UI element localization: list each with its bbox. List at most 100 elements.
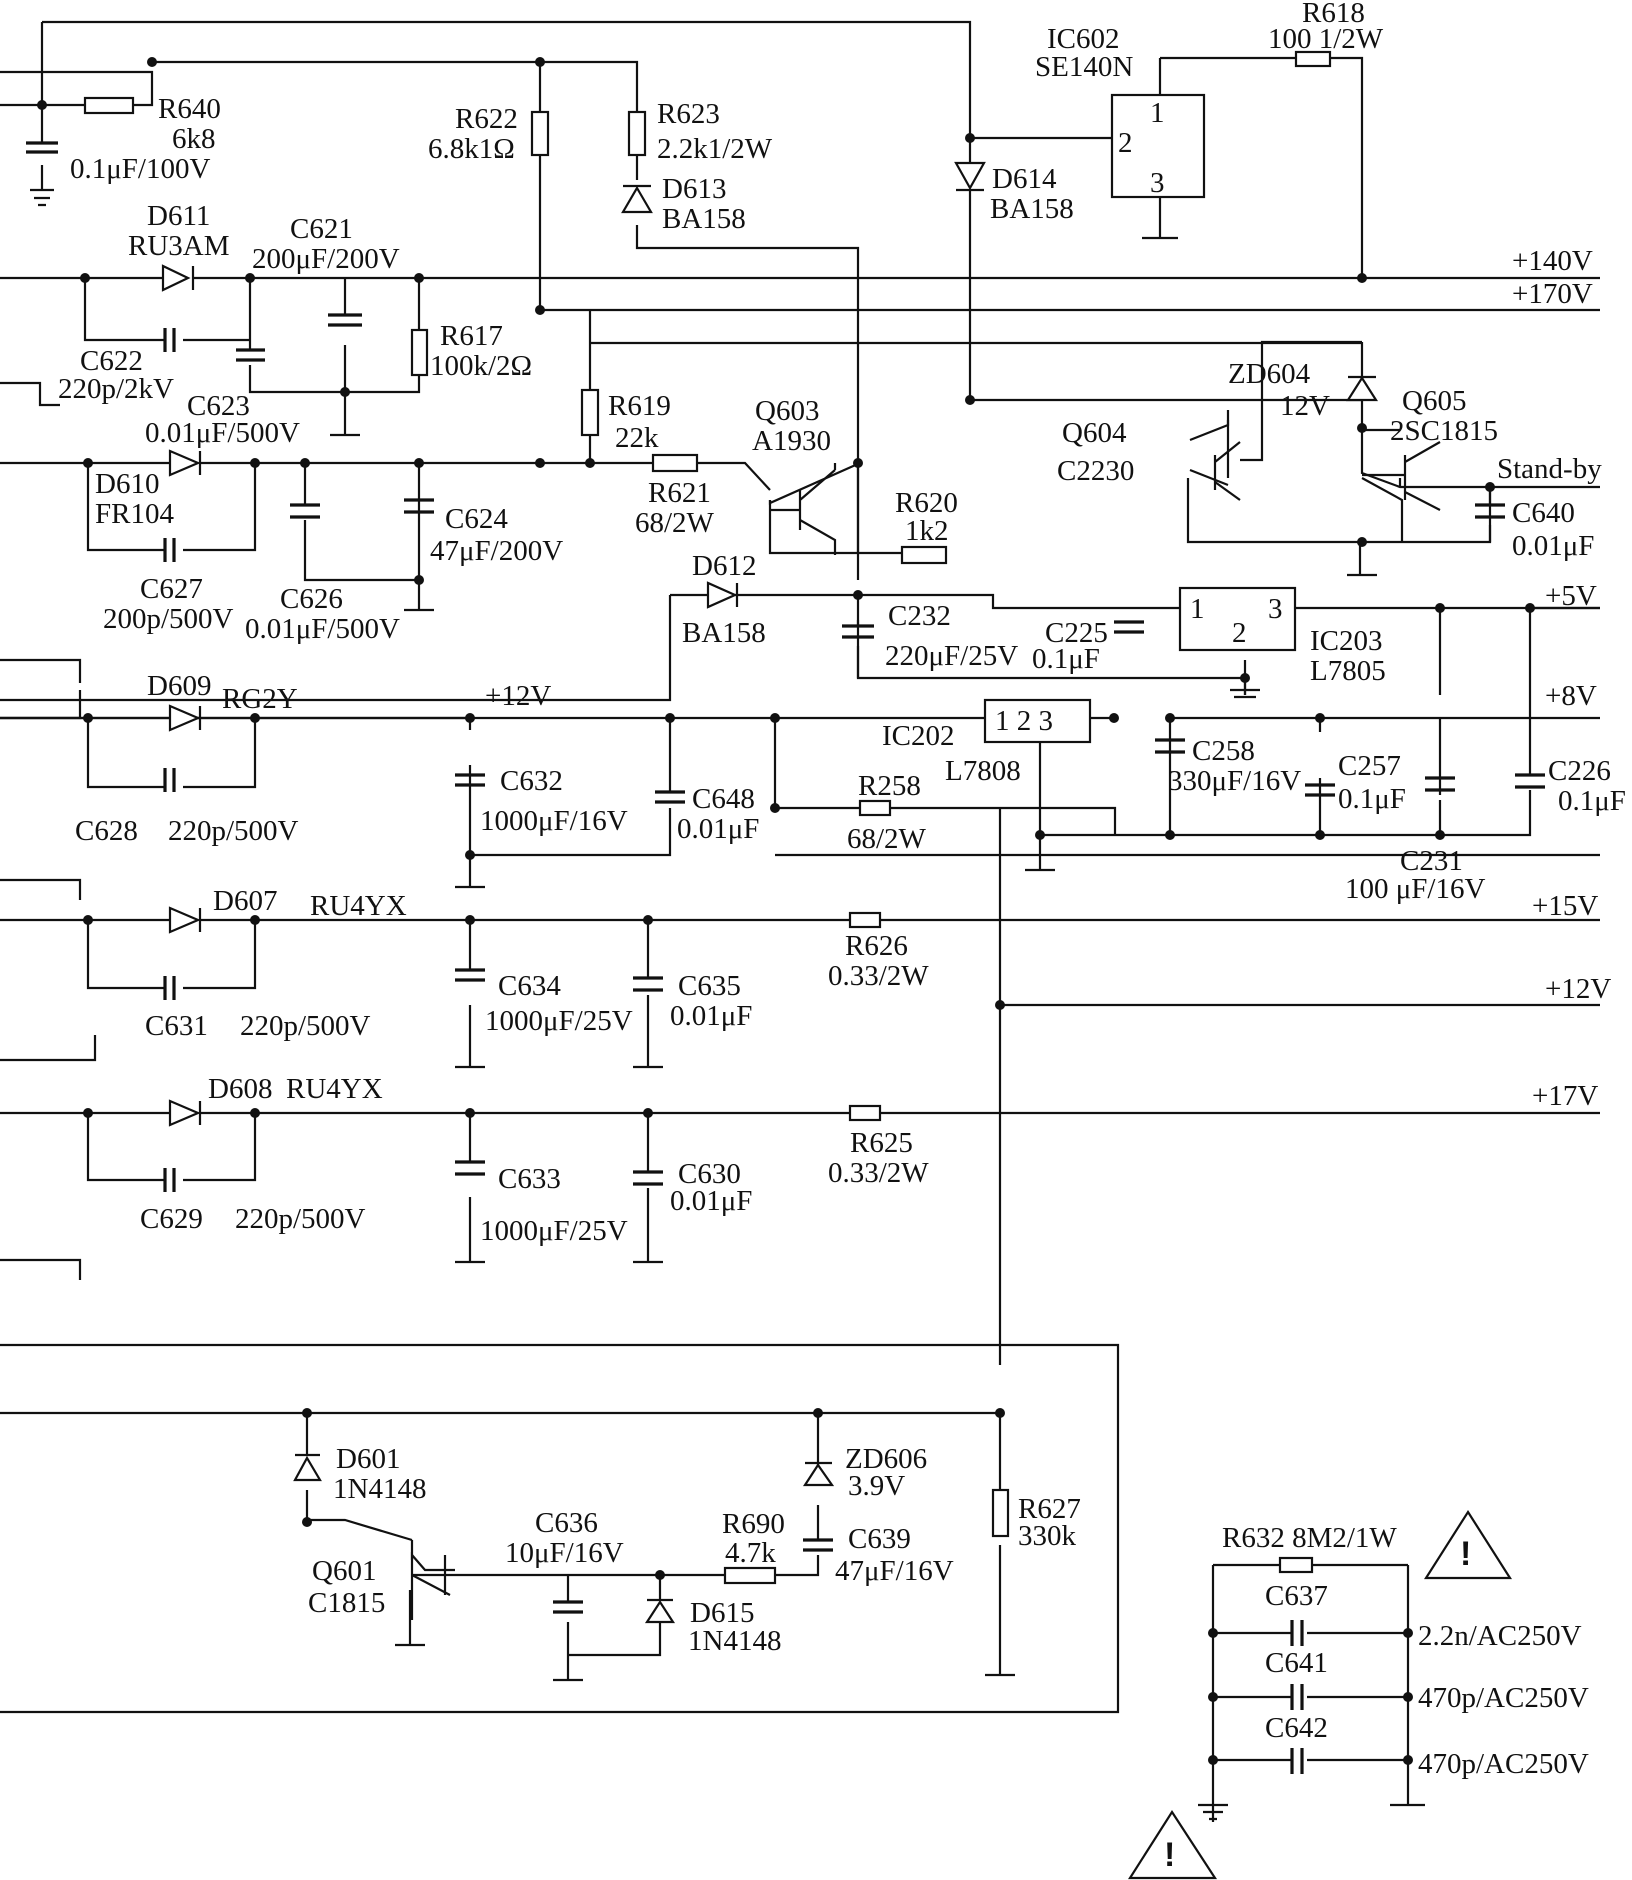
label-C258: C258	[1192, 735, 1255, 767]
label-C622: C622	[80, 345, 143, 377]
capacitor-C630	[633, 1170, 663, 1186]
capacitor-C226	[1515, 773, 1545, 789]
label-C623: C623	[187, 390, 250, 422]
label-R623: R623	[657, 98, 720, 130]
capacitor-C648	[655, 790, 685, 804]
label-D614: D614	[992, 163, 1057, 195]
label-D613: D613	[662, 173, 726, 205]
label-R617: R617	[440, 320, 503, 352]
label-standby: Stand-by	[1497, 453, 1602, 485]
label-R640-value: 6k8	[172, 123, 216, 155]
label-C637: C637	[1265, 1580, 1328, 1612]
component-labels: R640 6k8 0.1μF/100V R622 6.8k1Ω R623 2.2…	[58, 0, 1626, 1780]
capacitor-C232	[842, 624, 874, 639]
transistor-Q604	[1213, 441, 1241, 501]
resistor-R640	[83, 96, 135, 115]
label-rail-12v-a: +12V	[485, 680, 551, 712]
label-IC203-value: L7805	[1310, 655, 1386, 687]
label-IC203: IC203	[1310, 625, 1383, 657]
label-C635: C635	[678, 970, 741, 1002]
label-R627: R627	[1018, 1493, 1081, 1525]
zener-ZD604	[1345, 375, 1379, 402]
diode-D609	[168, 704, 202, 732]
label-R626-value: 0.33/2W	[828, 960, 929, 992]
label-IC203-pin2: 2	[1232, 617, 1247, 649]
label-C648: C648	[692, 783, 755, 815]
label-C629: C629	[140, 1203, 203, 1235]
label-C624-value: 47μF/200V	[430, 535, 563, 567]
label-Q605-value: 2SC1815	[1390, 415, 1498, 447]
label-R619: R619	[608, 390, 671, 422]
label-R626: R626	[845, 930, 908, 962]
label-C635-value: 0.01μF	[670, 1000, 752, 1032]
label-R258-value: 68/2W	[847, 823, 927, 855]
diode-D607	[168, 906, 202, 934]
label-C632-value: 1000μF/16V	[480, 805, 628, 837]
label-D612-value: BA158	[682, 617, 766, 649]
resistor-R620	[900, 545, 948, 565]
label-R620-value: 1k2	[905, 515, 949, 547]
label-IC202: IC202	[882, 720, 955, 752]
warning-icon-mark: !	[1460, 1535, 1471, 1573]
label-C637-value: 2.2n/AC250V	[1418, 1620, 1582, 1652]
label-C627: C627	[140, 573, 203, 605]
warning-icon	[1423, 1509, 1513, 1580]
label-R622: R622	[455, 103, 518, 135]
label-C642: C642	[1265, 1712, 1328, 1744]
diode-D615	[644, 1598, 676, 1624]
label-IC602-pin1: 1	[1150, 97, 1165, 129]
label-IC202-value: L7808	[945, 755, 1021, 787]
diode-D601	[293, 1453, 322, 1482]
label-R625-value: 0.33/2W	[828, 1157, 929, 1189]
label-C641-value: 470p/AC250V	[1418, 1682, 1589, 1714]
label-ZD606-value: 3.9V	[848, 1470, 905, 1502]
label-C225-value: 0.1μF	[1032, 643, 1100, 675]
capacitor-C631	[163, 976, 176, 1000]
transistor-Q603	[770, 463, 837, 555]
label-R620: R620	[895, 487, 958, 519]
label-IC602-pin3: 3	[1150, 167, 1165, 199]
label-D612: D612	[692, 550, 756, 582]
warning-icons: ! !	[1127, 1509, 1513, 1880]
capacitor-C624	[404, 498, 434, 514]
capacitor-C623	[236, 348, 265, 362]
label-C636-value: 10μF/16V	[505, 1537, 624, 1569]
label-R618: R618	[1302, 0, 1365, 29]
label-C648-value: 0.01μF	[677, 813, 759, 845]
label-C633-value: 1000μF/25V	[480, 1215, 628, 1247]
label-C641: C641	[1265, 1647, 1328, 1679]
capacitor-C257	[1305, 783, 1335, 797]
capacitor-C640	[1475, 503, 1505, 519]
label-IC602-pin2: 2	[1118, 127, 1133, 159]
label-D609: D609	[147, 670, 211, 702]
capacitor-C632	[455, 773, 485, 787]
zener-ZD606	[802, 1461, 835, 1487]
capacitor-C626	[290, 503, 320, 519]
resistor-R632	[1278, 1556, 1314, 1574]
resistor-R626	[848, 911, 882, 929]
label-C640-value: 0.01μF	[1512, 530, 1594, 562]
capacitor-C636	[553, 1600, 583, 1614]
capacitor-C258	[1155, 738, 1185, 754]
label-C627-value: 200p/500V	[103, 603, 234, 635]
label-IC203-pin3: 3	[1268, 593, 1283, 625]
warning-icon-mark: !	[1164, 1836, 1175, 1874]
label-C630-value: 0.01μF	[670, 1185, 752, 1217]
label-C226: C226	[1548, 755, 1611, 787]
label-C626-value: 0.01μF/500V	[245, 613, 400, 645]
capacitor-C627	[163, 538, 176, 562]
label-Q601: Q601	[312, 1555, 376, 1587]
label-C225: C225	[1045, 617, 1108, 649]
label-C631-value: 220p/500V	[240, 1010, 371, 1042]
capacitor-top-left	[26, 141, 58, 154]
diode-D612	[706, 581, 739, 609]
resistor-R621	[651, 453, 699, 473]
capacitor-C622	[163, 328, 176, 352]
label-R632: R632 8M2/1W	[1222, 1522, 1397, 1554]
diode-D608	[168, 1099, 202, 1127]
capacitor-C628	[163, 768, 176, 792]
ic-IC202	[983, 698, 1092, 744]
ic-IC203	[1178, 586, 1297, 652]
capacitor-C634	[455, 968, 485, 982]
label-R617-value: 100k/2Ω	[430, 350, 532, 382]
